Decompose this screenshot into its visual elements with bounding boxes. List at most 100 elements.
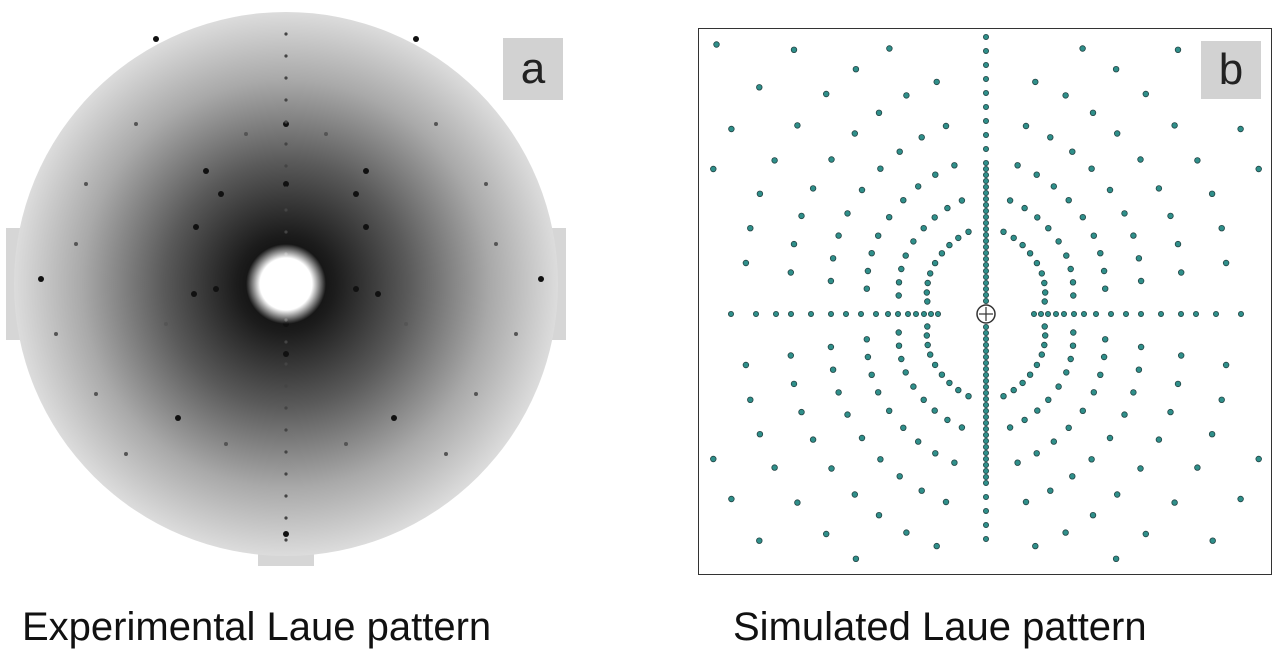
diffraction-spot: [787, 352, 794, 359]
diffraction-spot: [875, 512, 883, 519]
diffraction-spot: [284, 164, 288, 168]
diffraction-spot: [203, 168, 209, 174]
diffraction-spot: [982, 521, 989, 528]
diffraction-spot: [885, 213, 893, 221]
diffraction-spot: [1069, 279, 1077, 286]
diffraction-spot: [1060, 310, 1067, 317]
diffraction-spot: [931, 214, 938, 221]
diffraction-spot: [1080, 310, 1087, 317]
diffraction-spot: [218, 191, 224, 197]
diffraction-spot: [982, 273, 989, 280]
diffraction-spot: [794, 122, 801, 129]
diffraction-spot: [827, 277, 835, 285]
diffraction-spot: [344, 442, 348, 446]
diffraction-spot: [1090, 232, 1097, 239]
diffraction-spot: [790, 380, 798, 388]
diffraction-spot: [1047, 134, 1054, 141]
diffraction-spot: [790, 240, 798, 248]
diffraction-spot: [868, 249, 875, 257]
diffraction-spot: [494, 242, 498, 246]
diffraction-spot: [771, 464, 778, 471]
diffraction-spot: [944, 204, 951, 212]
diffraction-spot: [391, 415, 397, 421]
diffraction-spot: [931, 407, 938, 414]
diffraction-spot: [982, 297, 989, 304]
diffraction-spot: [1178, 352, 1185, 359]
diffraction-spot: [1030, 310, 1037, 317]
beam-center-marker: [976, 304, 996, 324]
diffraction-spot: [863, 285, 870, 292]
diffraction-spot: [982, 341, 989, 348]
diffraction-spot: [1157, 310, 1164, 317]
diffraction-spot: [934, 310, 941, 317]
diffraction-spot: [1208, 431, 1216, 438]
experimental-pattern-image: [6, 12, 566, 566]
diffraction-spot: [284, 54, 288, 58]
diffraction-spot: [898, 355, 905, 363]
diffraction-spot: [1033, 259, 1041, 267]
diffraction-spot: [353, 286, 359, 292]
diffraction-spot: [944, 416, 951, 424]
diffraction-spot: [742, 361, 750, 369]
diffraction-spot: [284, 208, 288, 212]
diffraction-spot: [284, 186, 288, 190]
diffraction-spot: [822, 530, 830, 538]
diffraction-spot: [822, 90, 830, 98]
diffraction-spot: [1022, 498, 1030, 506]
diffraction-spot: [982, 371, 989, 378]
diffraction-spot: [982, 335, 989, 342]
diffraction-spot: [982, 201, 989, 208]
diffraction-spot: [1092, 310, 1099, 317]
diffraction-spot: [713, 41, 720, 48]
diffraction-spot: [1038, 270, 1045, 277]
diffraction-spot: [1171, 122, 1178, 129]
diffraction-spot: [965, 228, 972, 235]
diffraction-spot: [1102, 336, 1109, 343]
diffraction-spot: [982, 90, 989, 97]
diffraction-spot: [982, 146, 989, 153]
diffraction-spot: [1010, 234, 1017, 242]
diffraction-spot: [1041, 323, 1048, 330]
diffraction-spot: [982, 467, 989, 474]
diffraction-spot: [710, 455, 717, 463]
diffraction-spot: [193, 224, 199, 230]
diffraction-spot: [1130, 389, 1137, 396]
diffraction-spot: [1088, 456, 1095, 463]
diffraction-spot: [1070, 329, 1077, 336]
diffraction-spot: [931, 361, 939, 369]
diffraction-spot: [798, 408, 805, 416]
diffraction-spot: [946, 241, 953, 249]
diffraction-spot: [284, 340, 288, 344]
diffraction-spot: [923, 332, 930, 339]
diffraction-spot: [809, 436, 817, 443]
diffraction-spot: [902, 252, 909, 259]
diffraction-spot: [895, 342, 903, 349]
diffraction-spot: [982, 535, 989, 542]
diffraction-spot: [982, 237, 989, 244]
diffraction-spot: [902, 369, 909, 376]
diffraction-spot: [1041, 279, 1048, 287]
diffraction-spot: [538, 276, 544, 282]
diffraction-spot: [914, 438, 922, 445]
diffraction-spot: [1167, 212, 1174, 220]
diffraction-spot: [982, 473, 989, 480]
diffraction-spot: [958, 424, 966, 431]
diffraction-spot: [982, 183, 989, 190]
panel-label-a: a: [503, 38, 563, 100]
diffraction-spot: [924, 279, 931, 287]
diffraction-spot: [903, 92, 910, 99]
diffraction-spot: [982, 249, 989, 256]
diffraction-spot: [1000, 393, 1007, 400]
diffraction-spot: [94, 392, 98, 396]
diffraction-spot: [982, 377, 989, 384]
diffraction-spot: [1218, 396, 1225, 403]
diffraction-spot: [1137, 156, 1144, 163]
diffraction-spot: [1034, 407, 1041, 414]
diffraction-spot: [918, 134, 925, 141]
diffraction-spot: [84, 182, 88, 186]
diffraction-spot: [942, 498, 950, 506]
diffraction-spot: [920, 396, 927, 403]
diffraction-spot: [910, 383, 917, 390]
diffraction-spot: [1107, 310, 1114, 317]
diffraction-spot: [982, 407, 989, 414]
